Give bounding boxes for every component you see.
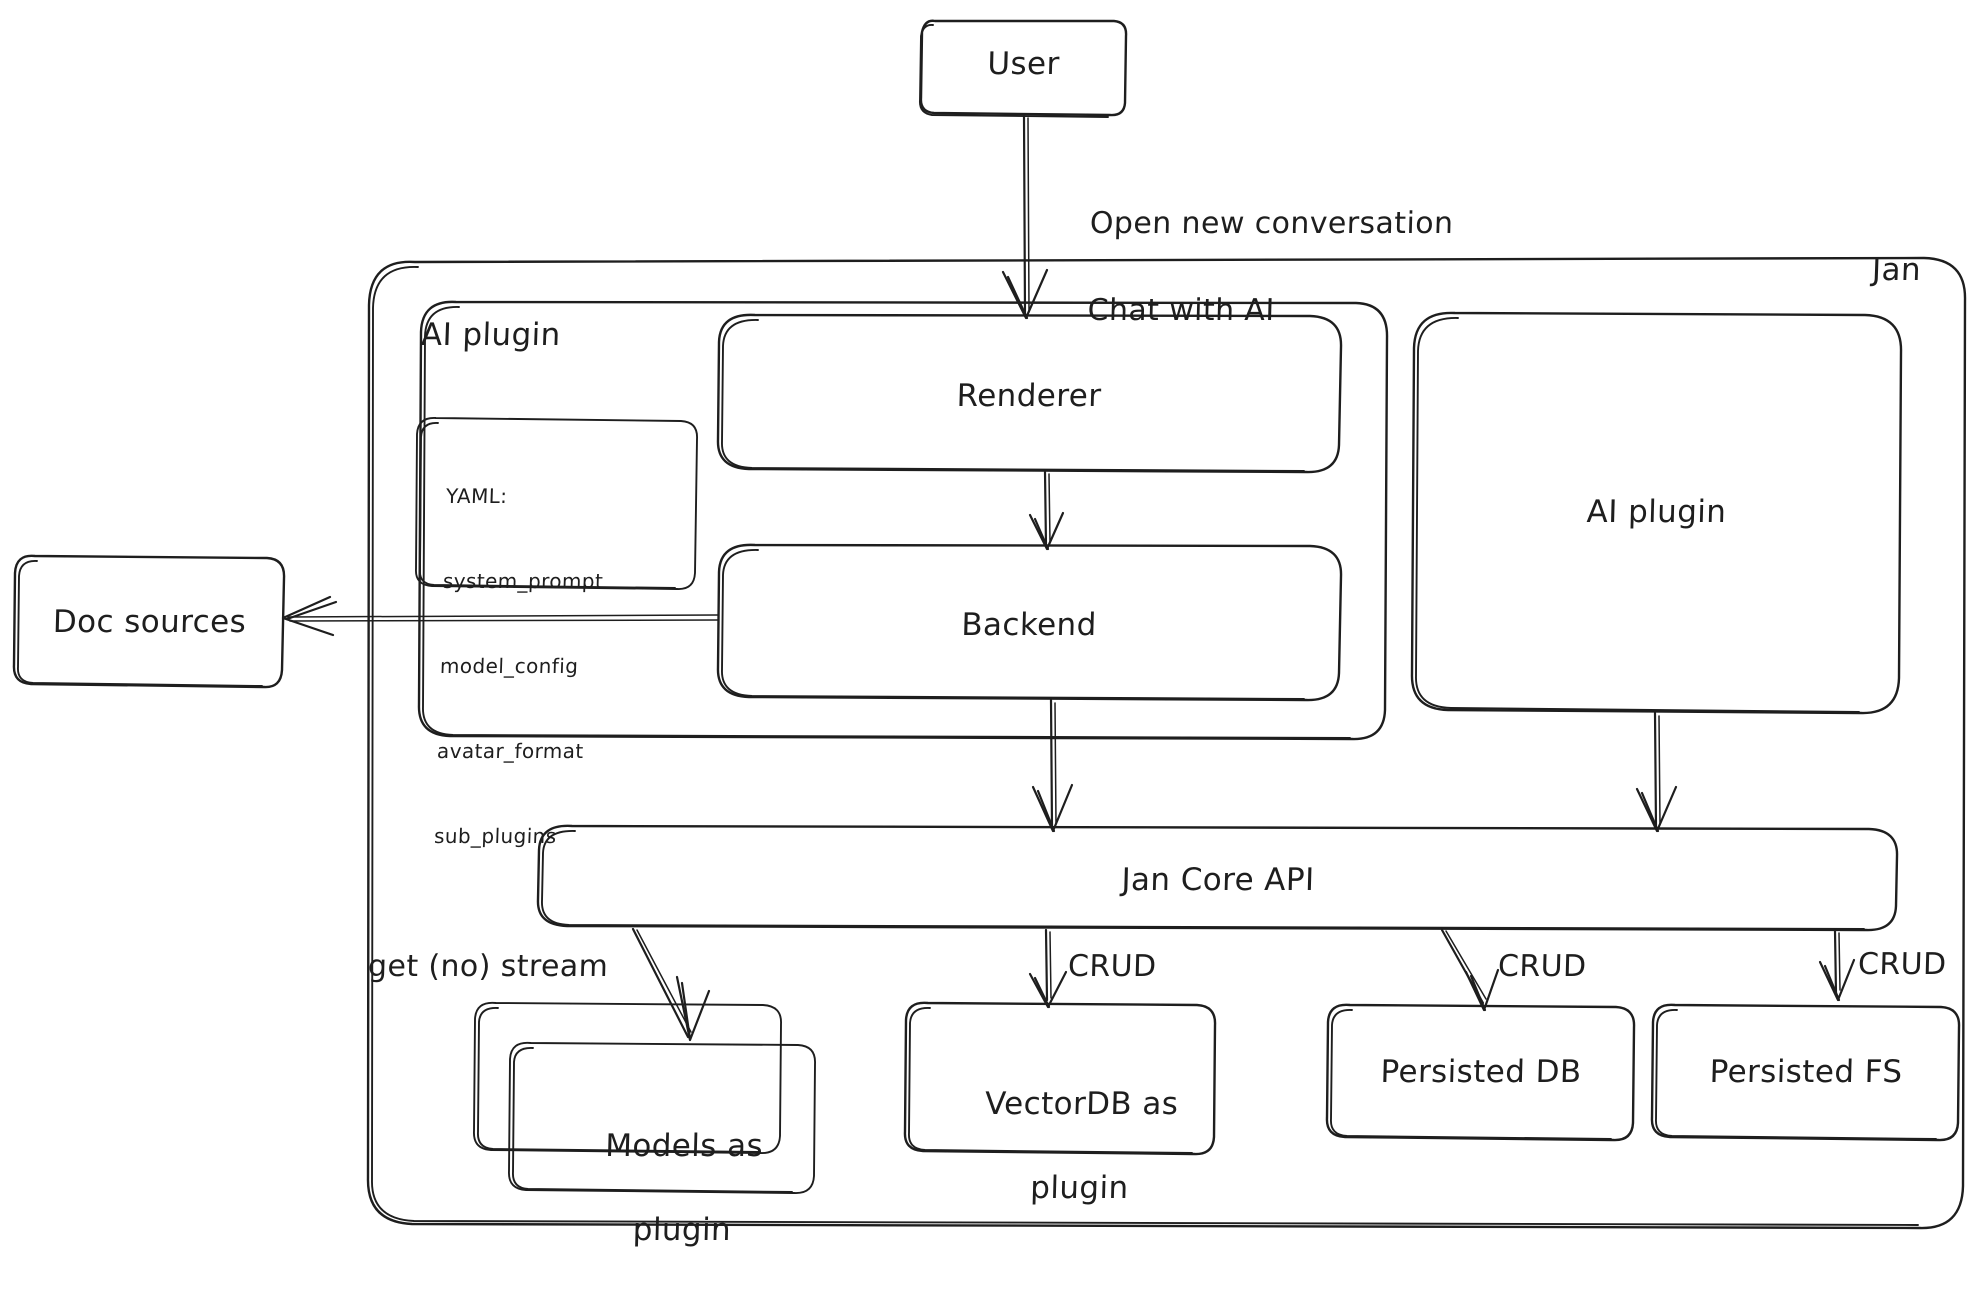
node-persisted-fs-shape[interactable]: [1650, 1003, 1961, 1142]
node-renderer-label: Renderer: [956, 378, 1102, 414]
edge-label-open-new-conversation: Open new conversation: [1089, 205, 1454, 241]
node-yaml-box-shape[interactable]: [415, 417, 698, 590]
edge-label-crud-vectordb: CRUD: [1067, 949, 1157, 984]
edge-backend-to-core: [1031, 698, 1074, 833]
node-persisted-db-label: Persisted DB: [1380, 1054, 1583, 1090]
node-vectordb-plugin-label: VectorDB as plugin: [903, 1042, 1216, 1251]
node-models-plugin-shape[interactable]: [508, 1041, 816, 1194]
node-doc-sources-label: Doc sources: [52, 604, 247, 640]
edge-user-to-renderer: [1001, 114, 1049, 320]
edge-ai-plugin-right-to-core: [1635, 711, 1678, 833]
edge-core-to-vectordb: [1028, 928, 1068, 1009]
edge-core-to-persisted-db: [1440, 928, 1500, 1012]
node-ai-plugin-right-label: AI plugin: [1586, 494, 1727, 530]
node-yaml-box-text: YAML: system_prompt model_config avatar_…: [432, 425, 699, 908]
edge-core-to-persisted-fs: [1818, 929, 1856, 1002]
edge-label-user-to-renderer: Open new conversation Chat with AI: [1046, 158, 1455, 376]
edge-label-chat-with-ai: Chat with AI: [1087, 292, 1276, 328]
models-plugin-line-2: plugin: [632, 1211, 732, 1248]
diagram-vector-layer: [12, 19, 1967, 1230]
diagram-canvas: User Jan AI plugin YAML: system_prompt m…: [12, 19, 1967, 1248]
group-ai-plugin-left-label: AI plugin: [420, 317, 562, 353]
group-ai-plugin-left-shape[interactable]: [417, 300, 1389, 741]
node-vectordb-plugin-shape[interactable]: [903, 1001, 1217, 1156]
edge-label-crud-persisted-fs: CRUD: [1857, 947, 1947, 982]
yaml-item-sub-plugins: sub_plugins: [433, 824, 557, 849]
node-models-plugin-outer-shape[interactable]: [473, 1001, 782, 1154]
yaml-item-avatar-format: avatar_format: [436, 739, 585, 764]
node-models-plugin-label: Models as plugin: [507, 1084, 817, 1293]
yaml-item-model-config: model_config: [439, 654, 579, 679]
node-jan-core-api-label: Jan Core API: [1121, 862, 1316, 898]
edge-backend-to-doc-sources: [281, 595, 719, 637]
node-persisted-db-shape[interactable]: [1325, 1003, 1636, 1142]
node-ai-plugin-right-shape[interactable]: [1410, 311, 1903, 715]
yaml-heading: YAML:: [445, 483, 508, 508]
edge-core-to-models: [631, 927, 711, 1042]
vectordb-plugin-line-2: plugin: [1029, 1169, 1130, 1206]
node-user-label: User: [986, 46, 1061, 82]
models-plugin-line-1: Models as: [604, 1127, 764, 1164]
group-jan-container-label: Jan: [1871, 252, 1922, 288]
edge-label-get-no-stream: get (no) stream: [367, 949, 609, 984]
edge-renderer-to-backend: [1028, 470, 1065, 551]
vectordb-plugin-line-1: VectorDB as: [984, 1085, 1179, 1122]
group-jan-container-shape[interactable]: [366, 256, 1967, 1230]
yaml-item-system-prompt: system_prompt: [442, 568, 604, 593]
node-renderer-shape[interactable]: [716, 313, 1343, 474]
node-doc-sources-shape[interactable]: [12, 554, 286, 689]
node-backend-shape[interactable]: [716, 543, 1343, 702]
node-backend-label: Backend: [960, 607, 1098, 643]
node-jan-core-api-shape[interactable]: [536, 824, 1899, 932]
node-persisted-fs-label: Persisted FS: [1709, 1054, 1903, 1090]
node-user-shape[interactable]: [919, 19, 1128, 118]
edge-label-crud-persisted-db: CRUD: [1497, 949, 1587, 984]
